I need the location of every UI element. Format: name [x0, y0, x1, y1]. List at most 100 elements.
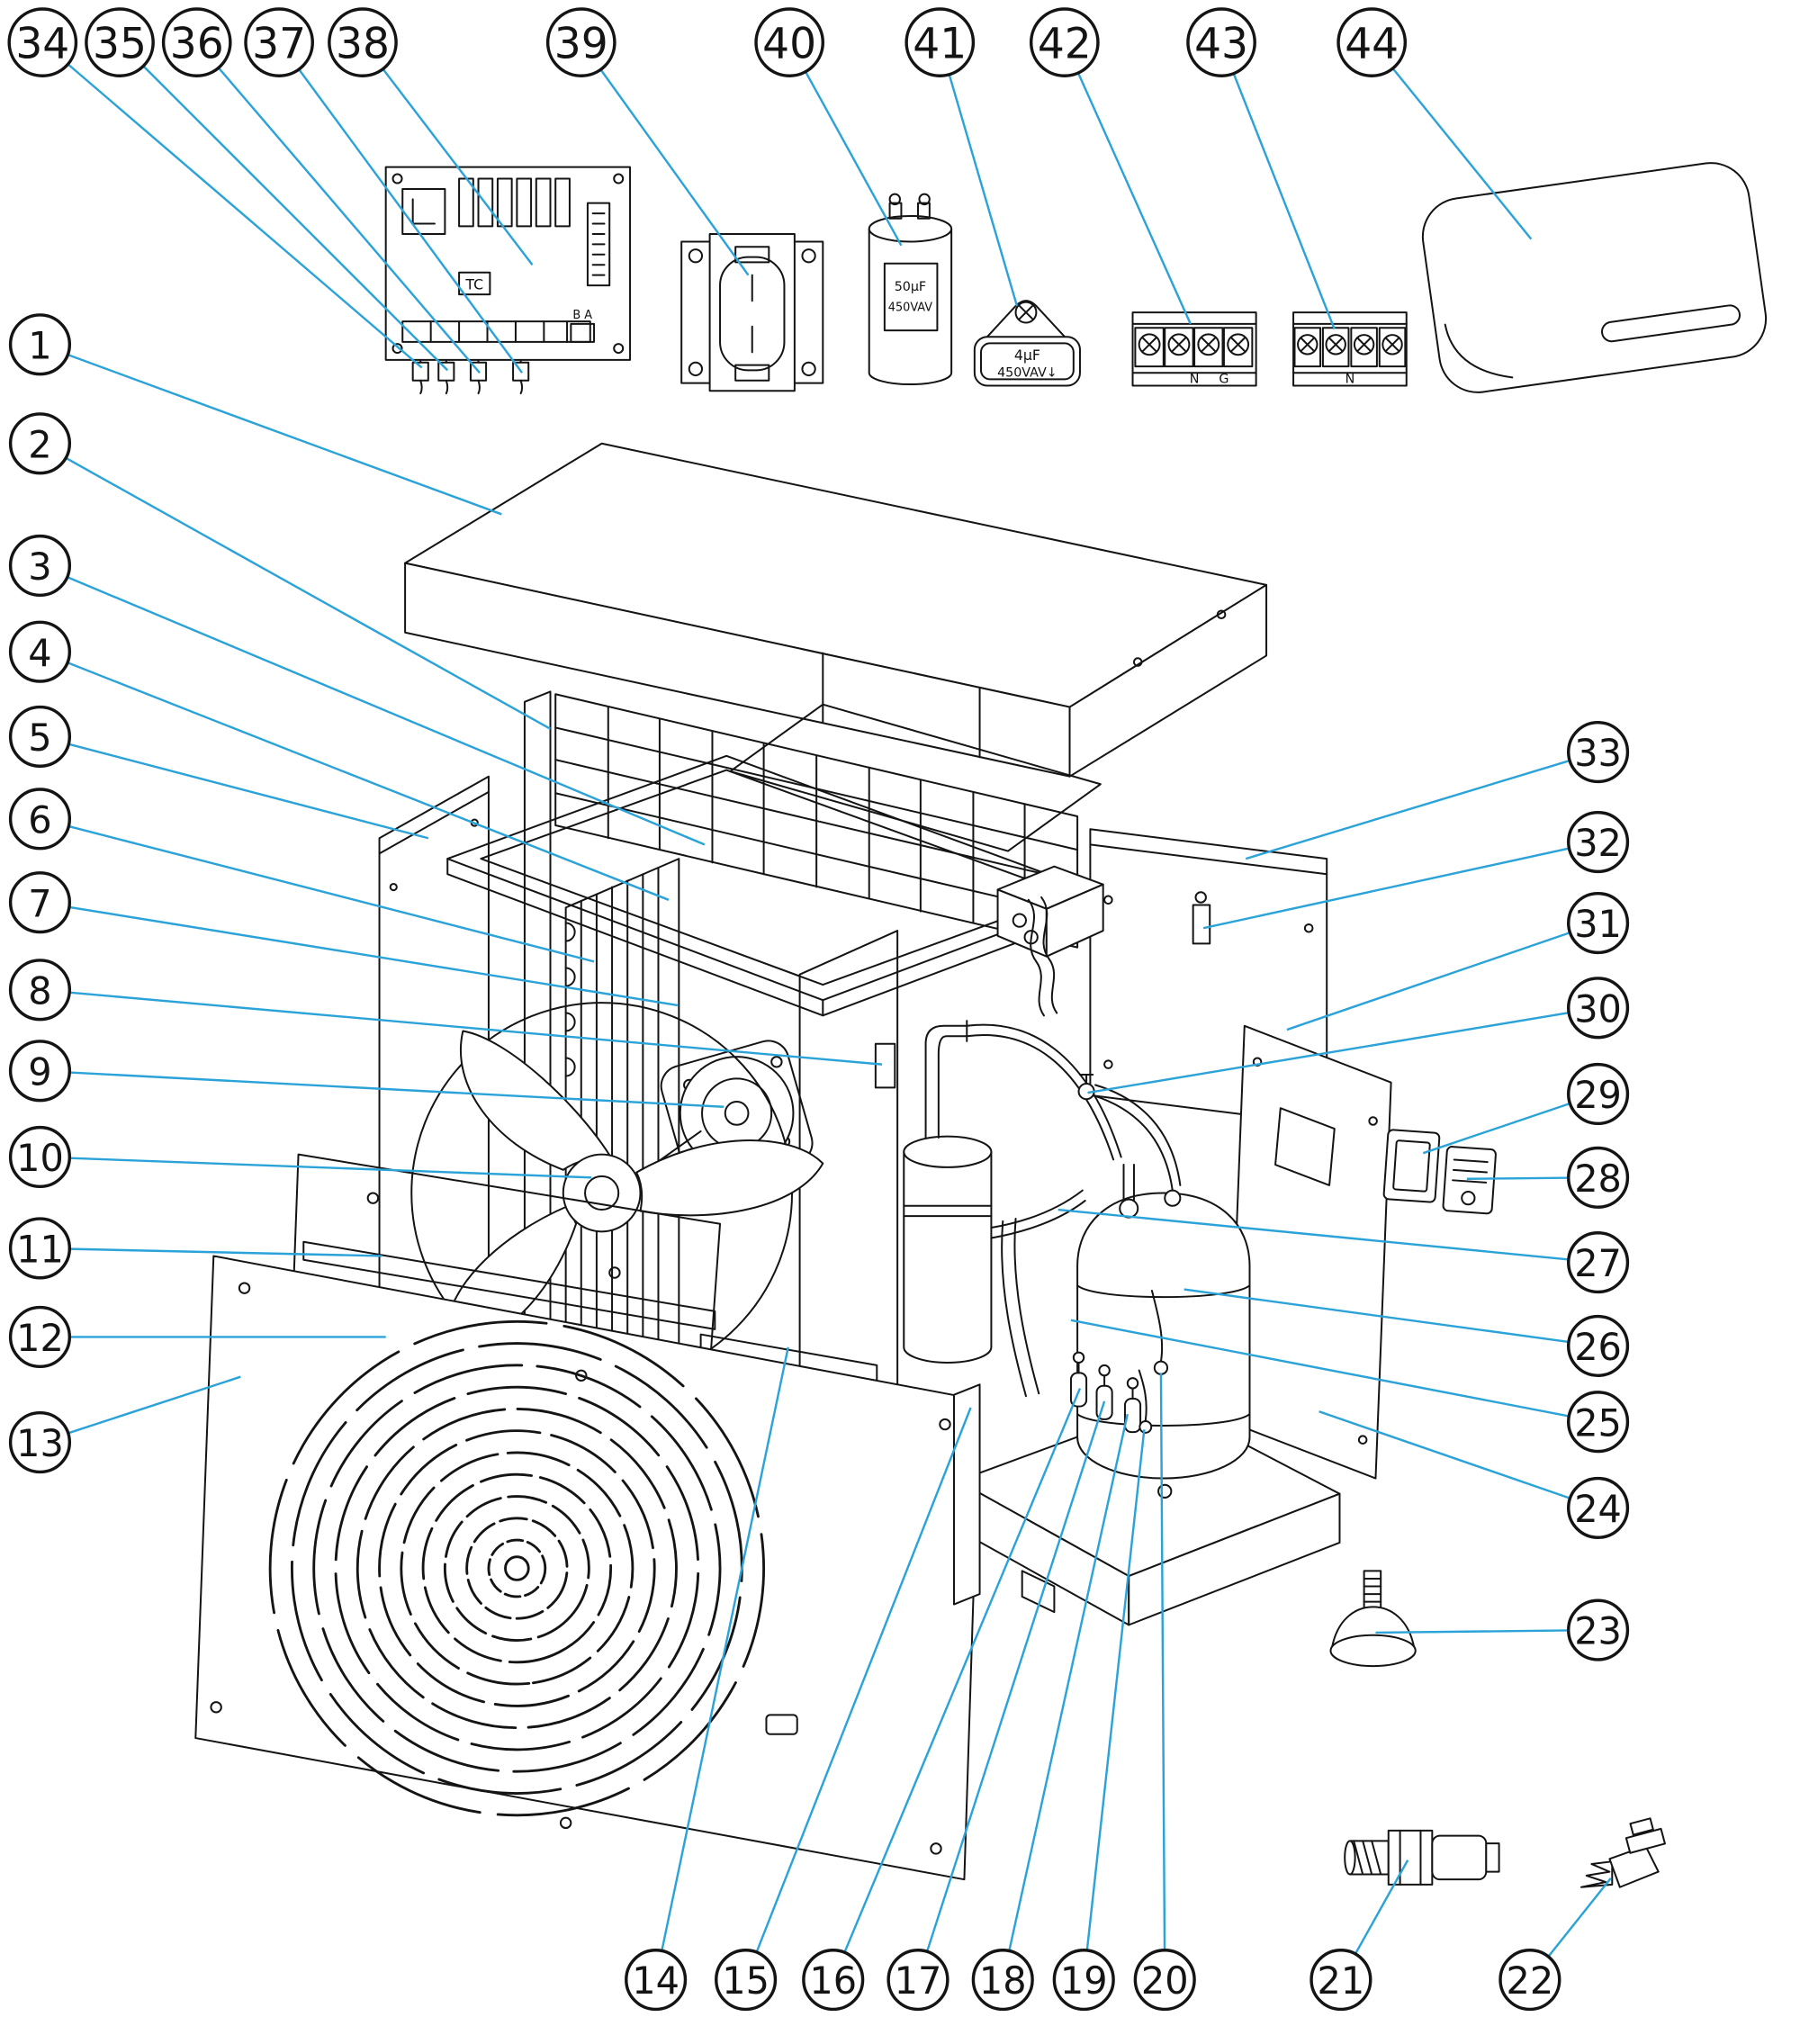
sensor-bracket [1192, 891, 1211, 945]
callout-41: 41 [904, 7, 976, 77]
capacitor-large-label-2: 450VAV [888, 302, 932, 315]
callout-number-17: 17 [895, 1959, 942, 2003]
callout-circle-39 [545, 7, 616, 77]
leader-line-1 [40, 343, 502, 516]
terminal-a-g-label: G [1219, 373, 1228, 387]
fan-blade [446, 1030, 824, 1346]
callout-number-5: 5 [28, 716, 51, 760]
callout-26: 26 [1567, 1314, 1630, 1377]
callout-22: 22 [1498, 1949, 1562, 2012]
callout-11: 11 [8, 1217, 72, 1280]
callout-circle-3 [8, 534, 72, 598]
callout-number-22: 22 [1507, 1959, 1554, 2003]
callout-number-6: 6 [28, 798, 51, 842]
callout-circle-28 [1567, 1146, 1630, 1209]
callout-19: 19 [1052, 1949, 1115, 2012]
callout-circle-35 [85, 7, 155, 77]
callout-37: 37 [244, 7, 314, 77]
callout-circle-33 [1567, 720, 1630, 784]
electrical-box [996, 865, 1104, 958]
callout-circle-15 [715, 1949, 778, 2012]
callout-number-41: 41 [913, 20, 967, 69]
leader-line-42 [1063, 41, 1192, 325]
callout-32: 32 [1567, 810, 1630, 874]
drain-elbow [1580, 1817, 1666, 1888]
callout-35: 35 [85, 7, 155, 77]
compressor [1076, 1164, 1251, 1480]
leader-line-24 [1318, 1410, 1598, 1509]
compartment-divider [952, 1383, 981, 1606]
callout-circle-5 [8, 705, 72, 768]
callout-number-4: 4 [28, 632, 51, 675]
leader-line-41 [939, 41, 1019, 307]
leader-line-11 [40, 1247, 382, 1257]
leader-line-8 [40, 988, 883, 1066]
leader-line-25 [1070, 1319, 1598, 1423]
callout-number-30: 30 [1574, 987, 1622, 1031]
capacitor-large-label-1: 50µF [895, 280, 926, 294]
accumulator [903, 1020, 993, 1364]
callout-circle-29 [1567, 1062, 1630, 1126]
top-cover [404, 442, 1268, 778]
callout-number-15: 15 [722, 1959, 770, 2003]
callout-number-1: 1 [28, 324, 51, 367]
refrigerant-tubing [966, 1023, 1182, 1398]
callout-number-11: 11 [16, 1229, 64, 1272]
callout-number-8: 8 [28, 969, 51, 1013]
leader-line-35 [119, 41, 449, 372]
callout-circle-20 [1133, 1949, 1196, 2012]
leader-line-18 [1002, 1413, 1129, 1980]
leader-line-15 [744, 1407, 972, 1981]
callout-circle-19 [1052, 1949, 1115, 2012]
middle-partition [798, 930, 899, 1441]
callout-number-10: 10 [16, 1137, 64, 1180]
callout-21: 21 [1310, 1949, 1372, 2012]
callout-13: 13 [8, 1410, 72, 1474]
terminal-block-small [1292, 311, 1408, 387]
leader-line-10 [40, 1156, 592, 1179]
callout-circle-27 [1567, 1231, 1630, 1294]
callout-1: 1 [8, 313, 72, 376]
callout-number-23: 23 [1574, 1610, 1622, 1653]
callout-25: 25 [1567, 1391, 1630, 1454]
fan-grille [268, 1319, 766, 1817]
callout-circle-36 [161, 7, 232, 77]
leader-line-40 [788, 41, 903, 247]
callout-number-13: 13 [16, 1422, 64, 1465]
leader-line-27 [1058, 1208, 1598, 1264]
callout-28: 28 [1567, 1146, 1630, 1209]
leader-line-7 [40, 901, 679, 1007]
callout-circle-40 [754, 7, 825, 77]
callout-circle-34 [7, 7, 78, 77]
callout-42: 42 [1029, 7, 1100, 77]
callout-31: 31 [1567, 891, 1630, 955]
callout-number-14: 14 [632, 1959, 680, 2003]
callout-number-26: 26 [1574, 1326, 1622, 1369]
callout-number-9: 9 [28, 1050, 51, 1094]
callout-23: 23 [1567, 1598, 1630, 1661]
leader-line-4 [40, 651, 670, 901]
contactor [680, 232, 824, 392]
terminal-b-n-label: N [1346, 373, 1355, 387]
callout-number-35: 35 [93, 20, 147, 69]
leader-line-20 [1159, 1373, 1166, 1980]
leader-line-14 [654, 1346, 789, 1980]
callout-number-31: 31 [1574, 903, 1622, 946]
callout-circle-10 [8, 1125, 72, 1189]
callout-5: 5 [8, 705, 72, 768]
callout-circle-2 [8, 412, 72, 475]
control-pcb [384, 166, 632, 395]
callout-circle-17 [886, 1949, 950, 2012]
callout-circle-13 [8, 1410, 72, 1474]
leader-line-6 [40, 817, 595, 963]
callout-6: 6 [8, 788, 72, 851]
leader-line-37 [278, 41, 524, 374]
controller-display [1382, 1129, 1441, 1203]
callout-circle-30 [1567, 977, 1630, 1040]
callout-number-16: 16 [809, 1959, 857, 2003]
front-grille-panel [194, 1255, 981, 1881]
callout-17: 17 [886, 1949, 950, 2012]
callout-number-19: 19 [1060, 1959, 1108, 2003]
callout-circle-22 [1498, 1949, 1562, 2012]
